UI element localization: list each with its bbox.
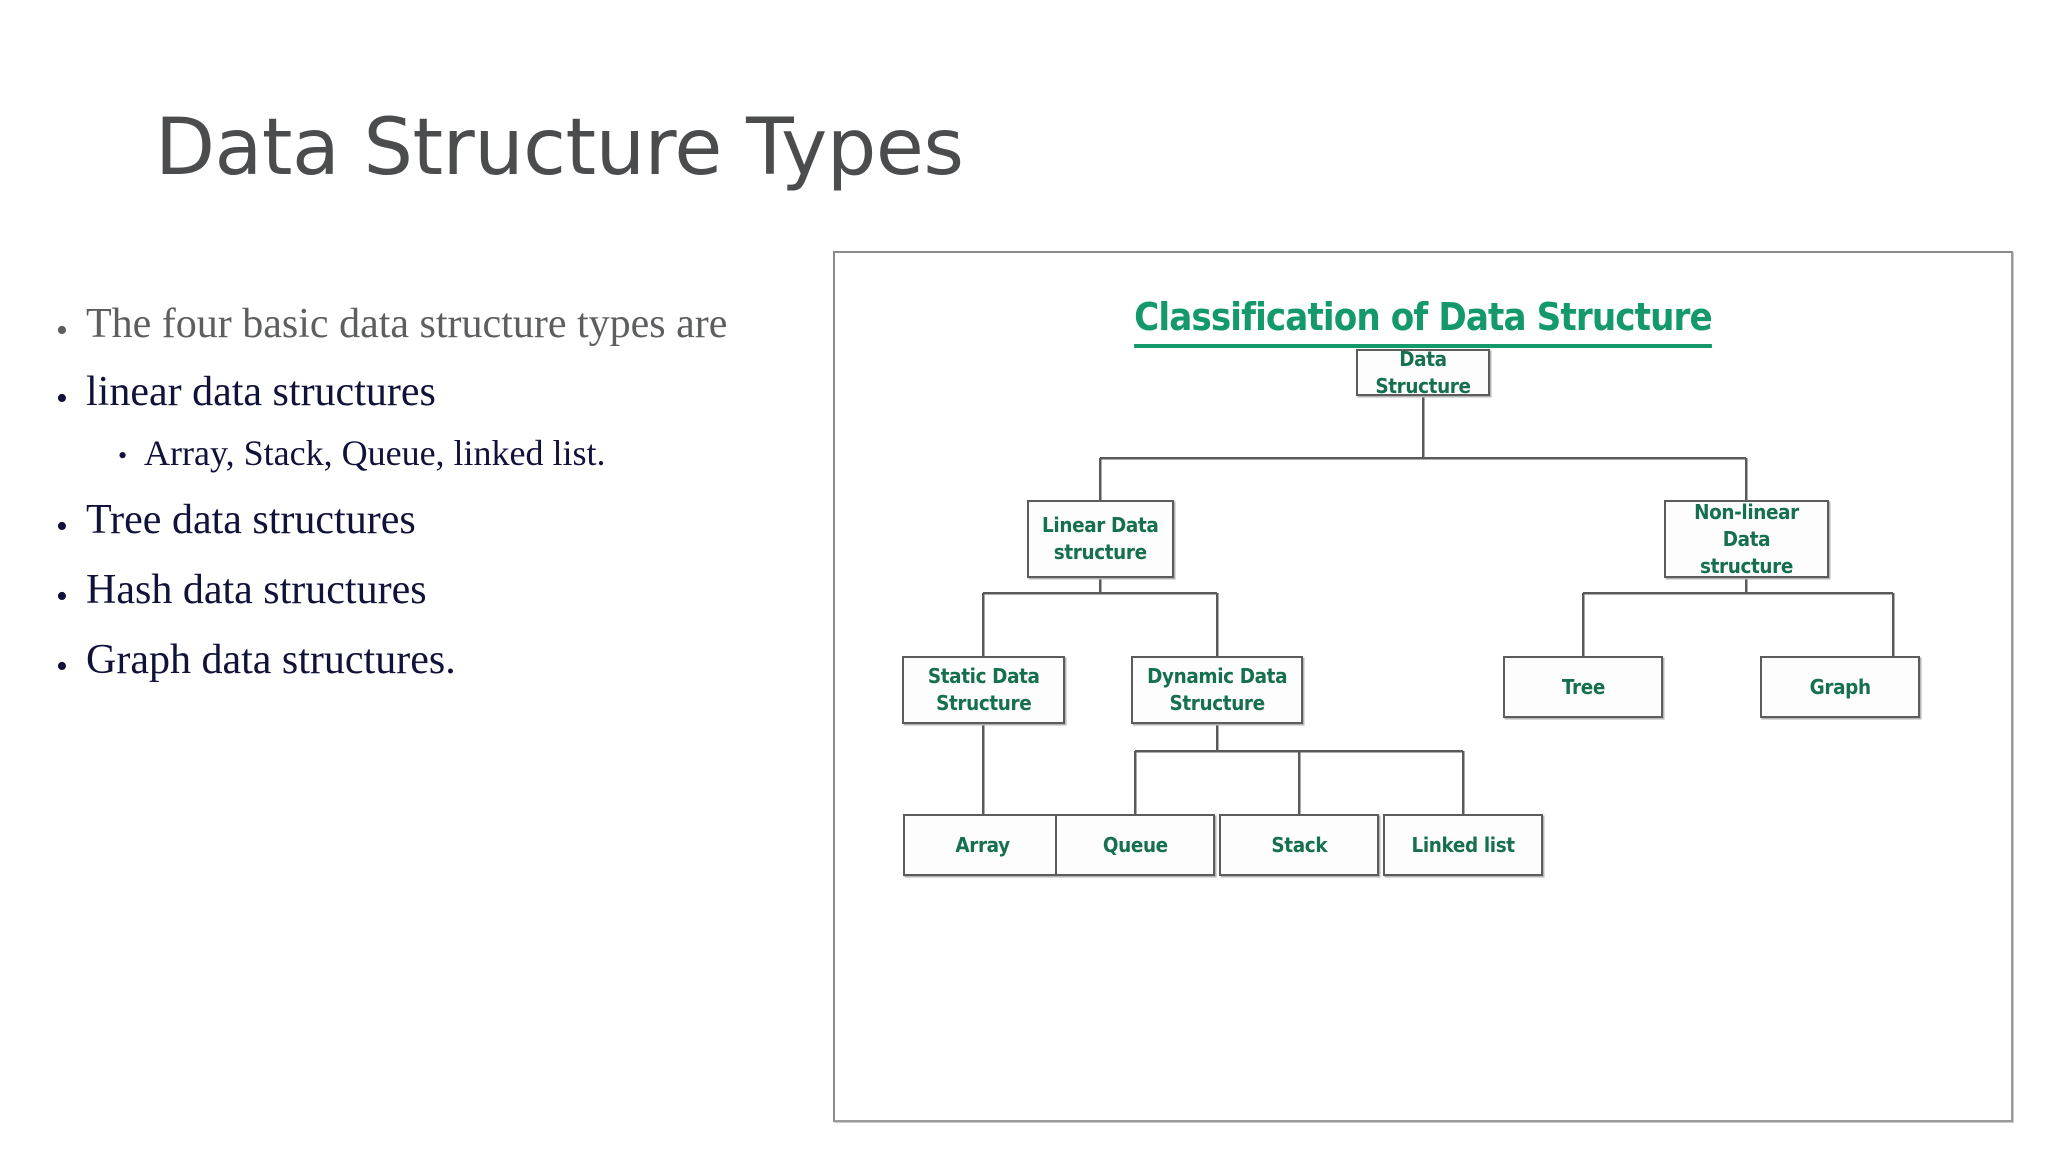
node-label: Graph (1809, 674, 1871, 699)
node-queue[interactable]: Queue (1055, 814, 1215, 876)
list-item-label: linear data structures (86, 368, 436, 415)
node-label: Linked list (1411, 832, 1515, 857)
node-linked-list[interactable]: Linked list (1383, 814, 1543, 876)
list-item: • The four basic data structure types ar… (56, 300, 846, 350)
node-tree[interactable]: Tree (1503, 656, 1663, 718)
page-title: Data Structure Types (155, 103, 964, 193)
diagram-title-text: Classification of Data Structure (1134, 295, 1713, 348)
bullet-dot-icon: • (56, 312, 68, 349)
node-label: Array (955, 832, 1011, 857)
node-stack[interactable]: Stack (1219, 814, 1379, 876)
node-label: Queue (1102, 832, 1168, 857)
bullet-dot-icon: • (56, 379, 68, 417)
node-graph[interactable]: Graph (1760, 656, 1920, 718)
list-item-label: Graph data structures. (86, 636, 456, 683)
list-item: • Tree data structures (56, 496, 846, 546)
list-item: • linear data structures (56, 368, 846, 418)
list-item: • Hash data structures (56, 566, 846, 616)
list-item: • Graph data structures. (56, 636, 846, 686)
list-item-label: Hash data structures (86, 567, 427, 614)
node-data-structure[interactable]: Data Structure (1356, 347, 1490, 398)
list-item-sub: • Array, Stack, Queue, linked list. (56, 433, 846, 474)
node-label: Data Structure (1375, 346, 1471, 398)
list-item-label: Tree data structures (86, 497, 416, 544)
bullet-list: • The four basic data structure types ar… (56, 300, 846, 705)
diagram-edges (981, 396, 1895, 814)
list-item-label: Array, Stack, Queue, linked list. (144, 433, 606, 474)
list-item-label: The four basic data structure types are (86, 301, 728, 347)
bullet-dot-icon: • (56, 647, 68, 685)
bullet-dot-icon: • (56, 508, 68, 546)
bullet-dot-icon: • (56, 578, 68, 616)
node-label: Stack (1271, 832, 1327, 857)
node-array[interactable]: Array (903, 814, 1063, 876)
bullet-dot-icon: • (118, 441, 128, 471)
diagram-title: Classification of Data Structure (894, 295, 1952, 348)
node-label: Tree (1561, 674, 1605, 699)
classification-diagram: Classification of Data Structure (833, 251, 2013, 1122)
